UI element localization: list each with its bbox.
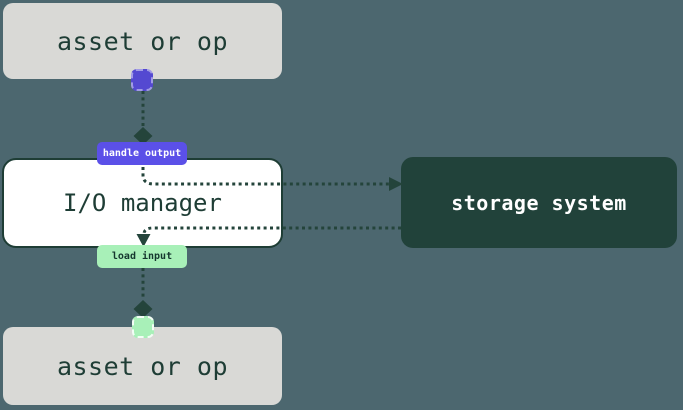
handle-output-badge: handle output bbox=[97, 142, 187, 165]
storage-system-label: storage system bbox=[451, 190, 627, 215]
input-handle-square bbox=[132, 316, 154, 338]
asset-or-op-bottom-label: asset or op bbox=[56, 351, 229, 381]
handle-output-badge-label: handle output bbox=[102, 148, 182, 159]
io-manager-node: I/O manager bbox=[2, 158, 283, 248]
asset-or-op-top-label: asset or op bbox=[56, 26, 229, 56]
load-input-badge-label: load input bbox=[111, 251, 173, 262]
io-manager-label: I/O manager bbox=[63, 189, 222, 217]
output-handle-square bbox=[131, 69, 153, 91]
load-input-badge: load input bbox=[97, 245, 187, 268]
asset-or-op-bottom-node: asset or op bbox=[3, 327, 282, 405]
asset-or-op-top-node: asset or op bbox=[3, 3, 282, 79]
storage-system-node: storage system bbox=[401, 157, 677, 248]
